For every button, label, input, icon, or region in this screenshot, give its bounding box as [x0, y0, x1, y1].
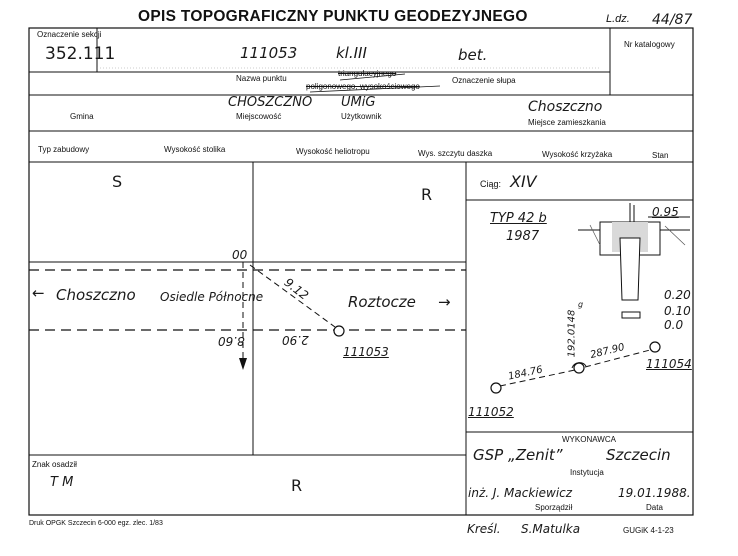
monument-depth: 0.95 [652, 205, 679, 219]
traverse-left-point: 111052 [468, 405, 514, 419]
contractor-date: 19.01.1988. [618, 486, 691, 500]
traverse-angle: 192.0148 [566, 309, 578, 358]
osiedle-label: Osiedle Północne [160, 290, 264, 304]
zamieszkanie-value: Choszczno [528, 99, 603, 115]
traverse-angle-sup: g [578, 300, 584, 309]
form-title: OPIS TOPOGRAFICZNY PUNKTU GEODEZYJNEGO [138, 8, 528, 25]
catalog-label: Nr katalogowy [624, 40, 675, 49]
point-marker: bet. [458, 46, 488, 64]
instytucja-label: Instytucja [570, 468, 604, 477]
data-label: Data [646, 503, 663, 512]
uzytkownik-value: UMiG [341, 95, 376, 110]
print-info: Druk OPGK Szczecin 6-000 egz. zlec. 1/83 [29, 520, 163, 527]
traverse-right-point: 111054 [646, 357, 692, 371]
distance-b: 2.90 [282, 333, 309, 347]
col-wys-stolika: Wysokość stolika [164, 145, 226, 154]
gmina-label: Gmina [70, 112, 94, 121]
zamieszkanie-label: Miejsce zamieszkania [528, 118, 606, 127]
point-class: kl.III [336, 44, 367, 62]
point-type-struck-1: triangulacyjnego [338, 69, 397, 78]
marker-label: Oznaczenie słupa [452, 76, 516, 85]
contractor-label: WYKONAWCA [562, 435, 616, 444]
ciag-label: Ciąg: [480, 179, 502, 189]
point-number: 111053 [240, 44, 298, 62]
uzytkownik-label: Użytkownik [341, 112, 382, 121]
monument-year: 1987 [506, 229, 540, 244]
kresl-label: Kreśl. [467, 522, 501, 536]
signs-value: T M [50, 475, 74, 490]
sketch-zero-label: 00 [232, 248, 248, 262]
miejscowosc-value: CHOSZCZNO [228, 95, 313, 110]
col-wys-heliotropu: Wysokość heliotropu [296, 147, 370, 156]
col-stan: Stan [652, 151, 669, 160]
point-111053-marker [333, 325, 345, 337]
signs-label: Znak osadził [32, 460, 77, 469]
contractor-city: Szczecin [606, 446, 671, 464]
right-road-label: Roztocze [348, 293, 416, 311]
sketch-r-label-bottom: R [291, 476, 303, 495]
ciag-value: XIV [510, 172, 537, 191]
col-typ-zabudowy: Typ zabudowy [38, 145, 90, 154]
monument-section [578, 203, 690, 319]
col-wys-daszka: Wys. szczytu daszka [418, 149, 493, 158]
point-type-struck-2: poligonowego, wysokościowego [306, 82, 420, 91]
section-label: Oznaczenie sekcji [37, 30, 102, 39]
col-wys-krzyzaka: Wysokość krzyżaka [542, 150, 613, 159]
monument-type: TYP 42 b [490, 211, 547, 226]
contractor-name: GSP „Zenit” [473, 446, 563, 464]
left-road-arrow: ← [32, 284, 45, 302]
monument-h2: 0.10 [664, 304, 691, 318]
ldz-value: 44/87 [652, 12, 693, 28]
left-road-label: Choszczno [56, 286, 136, 304]
form-code: GUGiK 4-1-23 [623, 526, 674, 535]
sporzadzil-label: Sporządził [535, 503, 573, 512]
miejscowosc-label: Miejscowość [236, 112, 282, 121]
point-name-label: Nazwa punktu [236, 74, 287, 83]
section-value: 352.111 [45, 44, 116, 64]
traverse-sketch [490, 341, 661, 394]
sketch-r-label-top: R [421, 185, 433, 204]
monument-h1: 0.20 [664, 288, 691, 302]
contractor-person: inż. J. Mackiewicz [468, 486, 573, 500]
sketch-point-label: 111053 [343, 345, 389, 359]
distance-a: 8.60 [218, 334, 245, 348]
monument-h3: 0.0 [664, 318, 684, 332]
kresl-name: S.Matulka [521, 522, 581, 536]
right-road-arrow: → [438, 293, 451, 311]
sketch-s-label: S [112, 172, 123, 191]
ldz-label: L.dz. [606, 13, 630, 25]
